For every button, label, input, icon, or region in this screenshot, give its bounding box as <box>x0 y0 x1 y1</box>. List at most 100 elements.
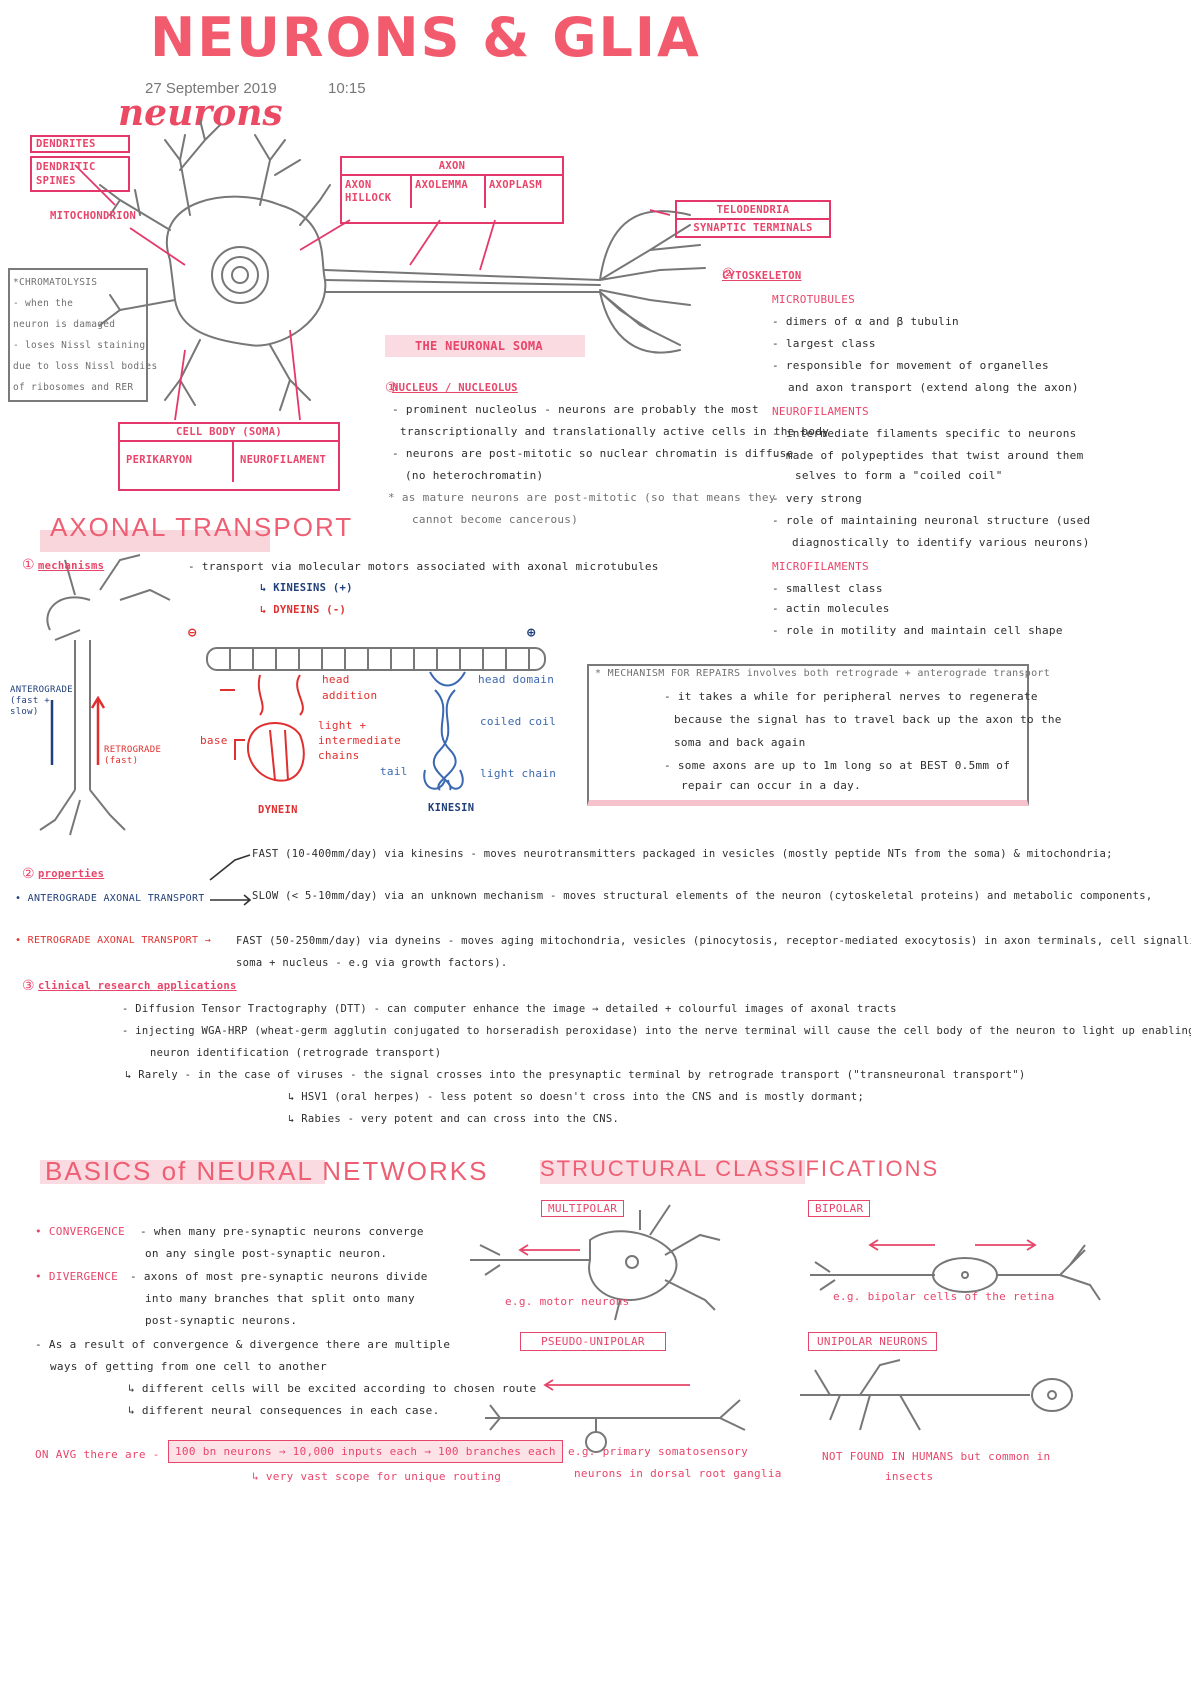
divergence-label: • DIVERGENCE <box>35 1270 119 1283</box>
mt-line: and axon transport (extend along the axo… <box>788 381 1079 394</box>
minus-end-icon: ⊖ <box>188 625 197 641</box>
slow-transport-line: SLOW (< 5-10mm/day) via an unknown mecha… <box>252 890 1153 902</box>
mitochondrion-label: MITOCHONDRION <box>50 210 137 222</box>
chromatolysis-line: of ribosomes and RER <box>13 382 134 393</box>
convergence-line: - when many pre-synaptic neurons converg… <box>140 1225 424 1238</box>
avg-box: 100 bn neurons → 10,000 inputs each → 10… <box>168 1440 563 1463</box>
clinical-line: neuron identification (retrograde transp… <box>150 1047 442 1059</box>
pseudo-example: e.g. primary somatosensory <box>568 1445 748 1458</box>
mf-line: - actin molecules <box>772 602 890 615</box>
number-3-icon: ③ <box>22 978 35 994</box>
chromatolysis-line: - loses Nissl staining <box>13 340 146 351</box>
dynein-label: DYNEIN <box>258 804 298 816</box>
repair-line: - it takes a while for peripheral nerves… <box>664 690 1038 703</box>
convergence-line: on any single post-synaptic neuron. <box>145 1247 388 1260</box>
chromatolysis-line: neuron is damaged <box>13 319 116 330</box>
nf-line: selves to form a "coiled coil" <box>795 469 1003 482</box>
repair-line: because the signal has to travel back up… <box>674 713 1062 726</box>
retrograde-label: RETROGRADE (fast) <box>104 745 162 766</box>
soma-line: - prominent nucleolus - neurons are prob… <box>392 403 759 416</box>
retrograde-transport-label: • RETROGRADE AXONAL TRANSPORT → <box>15 935 211 946</box>
tail-label: tail <box>380 765 408 778</box>
mf-line: - smallest class <box>772 582 883 595</box>
cell-body-box: CELL BODY (SOMA) PERIKARYON NEUROFILAMEN… <box>118 422 340 491</box>
unipolar-example: insects <box>885 1470 934 1483</box>
telodendria-label: TELODENDRIA <box>677 202 829 220</box>
mt-line: - largest class <box>772 337 876 350</box>
light-chains-label: light + intermediate chains <box>318 719 402 762</box>
bipolar-label: BIPOLAR <box>808 1200 871 1217</box>
structural-heading: STRUCTURAL CLASSIFICATIONS <box>540 1156 940 1181</box>
fast-transport-line: FAST (10-400mm/day) via kinesins - moves… <box>252 848 1113 860</box>
chromatolysis-line: - when the <box>13 298 74 309</box>
multipolar-example: e.g. motor neurons <box>505 1295 630 1308</box>
axon-box: AXON AXON HILLOCK AXOLEMMA AXOPLASM <box>340 156 564 224</box>
cytoskeleton-heading: CYTOSKELETON <box>722 270 802 282</box>
repair-line: - some axons are up to 1m long so at BES… <box>664 759 1011 772</box>
note-date: 27 September 2019 <box>145 80 277 97</box>
nf-line: - very strong <box>772 492 862 505</box>
divergence-line: into many branches that split onto many <box>145 1292 415 1305</box>
microfilaments-heading: MICROFILAMENTS <box>772 560 869 573</box>
anterograde-label: ANTEROGRADE (fast + slow) <box>10 685 73 717</box>
chromatolysis-box: *CHROMATOLYSIS - when the neuron is dama… <box>8 268 158 402</box>
soma-line: - neurons are post-mitotic so nuclear ch… <box>392 447 794 460</box>
base-label: base <box>200 734 228 747</box>
chromatolysis-line: *CHROMATOLYSIS <box>13 277 98 288</box>
multipolar-label: MULTIPOLAR <box>541 1200 625 1217</box>
pseudo-unipolar-label: PSEUDO-UNIPOLAR <box>520 1332 666 1351</box>
plus-end-icon: ⊕ <box>527 625 536 641</box>
kinesin-label: KINESIN <box>428 802 475 814</box>
clinical-line: ↳ HSV1 (oral herpes) - less potent so do… <box>288 1091 865 1103</box>
nf-line: diagnostically to identify various neuro… <box>792 536 1090 549</box>
unipolar-label: UNIPOLAR NEURONS <box>808 1332 937 1351</box>
result-line: ↳ different neural consequences in each … <box>128 1404 440 1417</box>
nucleus-heading: NUCLEUS / NUCLEOLUS <box>392 382 518 394</box>
axonal-transport-heading: AXONAL TRANSPORT <box>50 512 354 542</box>
neurofilament-label: NEUROFILAMENT <box>240 454 327 466</box>
mf-line: - role in motility and maintain cell sha… <box>772 624 1063 637</box>
number-2-icon: ② <box>722 266 735 282</box>
bipolar-example: e.g. bipolar cells of the retina <box>833 1290 1055 1303</box>
cell-body-label: CELL BODY (SOMA) <box>120 424 338 442</box>
kinesins-line: ↳ KINESINS (+) <box>260 582 353 594</box>
clinical-line: - Diffusion Tensor Tractography (DTT) - … <box>122 1003 897 1015</box>
telodendria-box: TELODENDRIA SYNAPTIC TERMINALS <box>675 200 831 238</box>
repair-line: * MECHANISM FOR REPAIRS involves both re… <box>595 668 1051 679</box>
clinical-heading: clinical research applications <box>38 980 237 992</box>
repair-box: * MECHANISM FOR REPAIRS involves both re… <box>587 664 1061 806</box>
repair-line: soma and back again <box>674 736 806 749</box>
neuronal-soma-heading: THE NEURONAL SOMA <box>415 339 543 353</box>
axoplasm-label: AXOPLASM <box>489 179 542 191</box>
axolemma-label: AXOLEMMA <box>412 176 486 208</box>
number-1-icon: ① <box>22 557 35 573</box>
soma-line: (no heterochromatin) <box>405 469 544 482</box>
chromatolysis-line: due to loss Nissl bodies <box>13 361 158 372</box>
clinical-line: - injecting WGA-HRP (wheat-germ agglutin… <box>122 1025 1191 1037</box>
neurofilaments-heading: NEUROFILAMENTS <box>772 405 869 418</box>
dendritic-spines-label: DENDRITIC SPINES <box>30 156 130 192</box>
soma-line: transcriptionally and translationally ac… <box>400 425 830 438</box>
nf-line: - role of maintaining neuronal structure… <box>772 514 1091 527</box>
neurons-subtitle: neurons <box>118 92 283 134</box>
divergence-line: post-synaptic neurons. <box>145 1314 298 1327</box>
result-line: ways of getting from one cell to another <box>50 1360 327 1373</box>
soma-line: cannot become cancerous) <box>412 513 579 526</box>
number-1-icon: ① <box>385 380 398 396</box>
microtubules-heading: MICROTUBULES <box>772 293 856 306</box>
clinical-line: ↳ Rabies - very potent and can cross int… <box>288 1113 620 1125</box>
page-title: NEURONS & GLIA <box>150 6 701 69</box>
nf-line: - intermediate filaments specific to neu… <box>772 427 1077 440</box>
avg-note: ↳ very vast scope for unique routing <box>252 1470 502 1483</box>
mt-line: - responsible for movement of organelles <box>772 359 1049 372</box>
result-line: ↳ different cells will be excited accord… <box>128 1382 537 1395</box>
properties-heading: properties <box>38 868 105 880</box>
head-domain-label: head domain <box>478 673 555 686</box>
axon-label: AXON <box>342 158 562 176</box>
synaptic-terminals-label: SYNAPTIC TERMINALS <box>693 222 813 234</box>
light-chain-label: light chain <box>480 767 557 780</box>
axon-hillock-label: AXON HILLOCK <box>342 176 412 208</box>
divergence-line: - axons of most pre-synaptic neurons div… <box>130 1270 428 1283</box>
note-time: 10:15 <box>328 80 366 97</box>
